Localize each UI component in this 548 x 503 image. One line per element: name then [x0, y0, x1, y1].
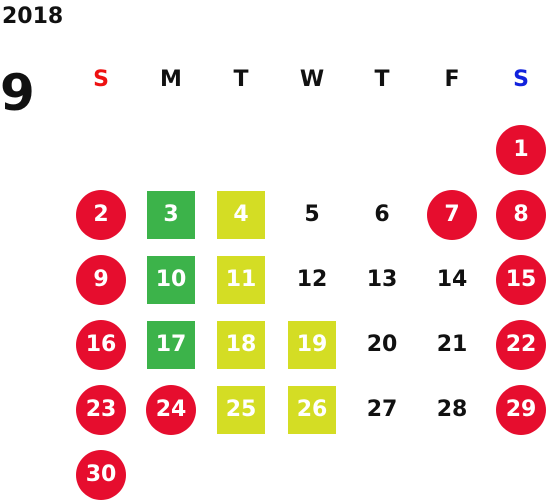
day-3[interactable]: 3	[147, 191, 195, 239]
weekday-tue: T	[233, 67, 249, 92]
day-26[interactable]: 26	[288, 386, 336, 434]
year-label: 2018	[2, 4, 64, 29]
weekday-sun: S	[93, 67, 109, 92]
day-21[interactable]: 21	[436, 332, 468, 357]
weekday-thu: T	[374, 67, 390, 92]
weekday-fri: F	[444, 67, 460, 92]
day-14[interactable]: 14	[436, 267, 468, 292]
weekday-wed: W	[299, 67, 325, 92]
month-label: 9	[0, 64, 35, 122]
day-15[interactable]: 15	[496, 255, 546, 305]
day-13[interactable]: 13	[366, 267, 398, 292]
day-9[interactable]: 9	[76, 255, 126, 305]
day-28[interactable]: 28	[436, 397, 468, 422]
day-29[interactable]: 29	[496, 385, 546, 435]
day-16[interactable]: 16	[76, 320, 126, 370]
day-23[interactable]: 23	[76, 385, 126, 435]
day-8[interactable]: 8	[496, 190, 546, 240]
day-17[interactable]: 17	[147, 321, 195, 369]
weekday-mon: M	[160, 67, 182, 92]
day-22[interactable]: 22	[496, 320, 546, 370]
day-27[interactable]: 27	[366, 397, 398, 422]
day-25[interactable]: 25	[217, 386, 265, 434]
day-11[interactable]: 11	[217, 256, 265, 304]
day-20[interactable]: 20	[366, 332, 398, 357]
day-1[interactable]: 1	[496, 125, 546, 175]
day-24[interactable]: 24	[146, 385, 196, 435]
day-19[interactable]: 19	[288, 321, 336, 369]
day-5[interactable]: 5	[304, 202, 320, 227]
day-12[interactable]: 12	[296, 267, 328, 292]
day-10[interactable]: 10	[147, 256, 195, 304]
day-6[interactable]: 6	[374, 202, 390, 227]
day-7[interactable]: 7	[427, 190, 477, 240]
day-4[interactable]: 4	[217, 191, 265, 239]
weekday-sat: S	[513, 67, 529, 92]
day-2[interactable]: 2	[76, 190, 126, 240]
day-18[interactable]: 18	[217, 321, 265, 369]
day-30[interactable]: 30	[76, 450, 126, 500]
